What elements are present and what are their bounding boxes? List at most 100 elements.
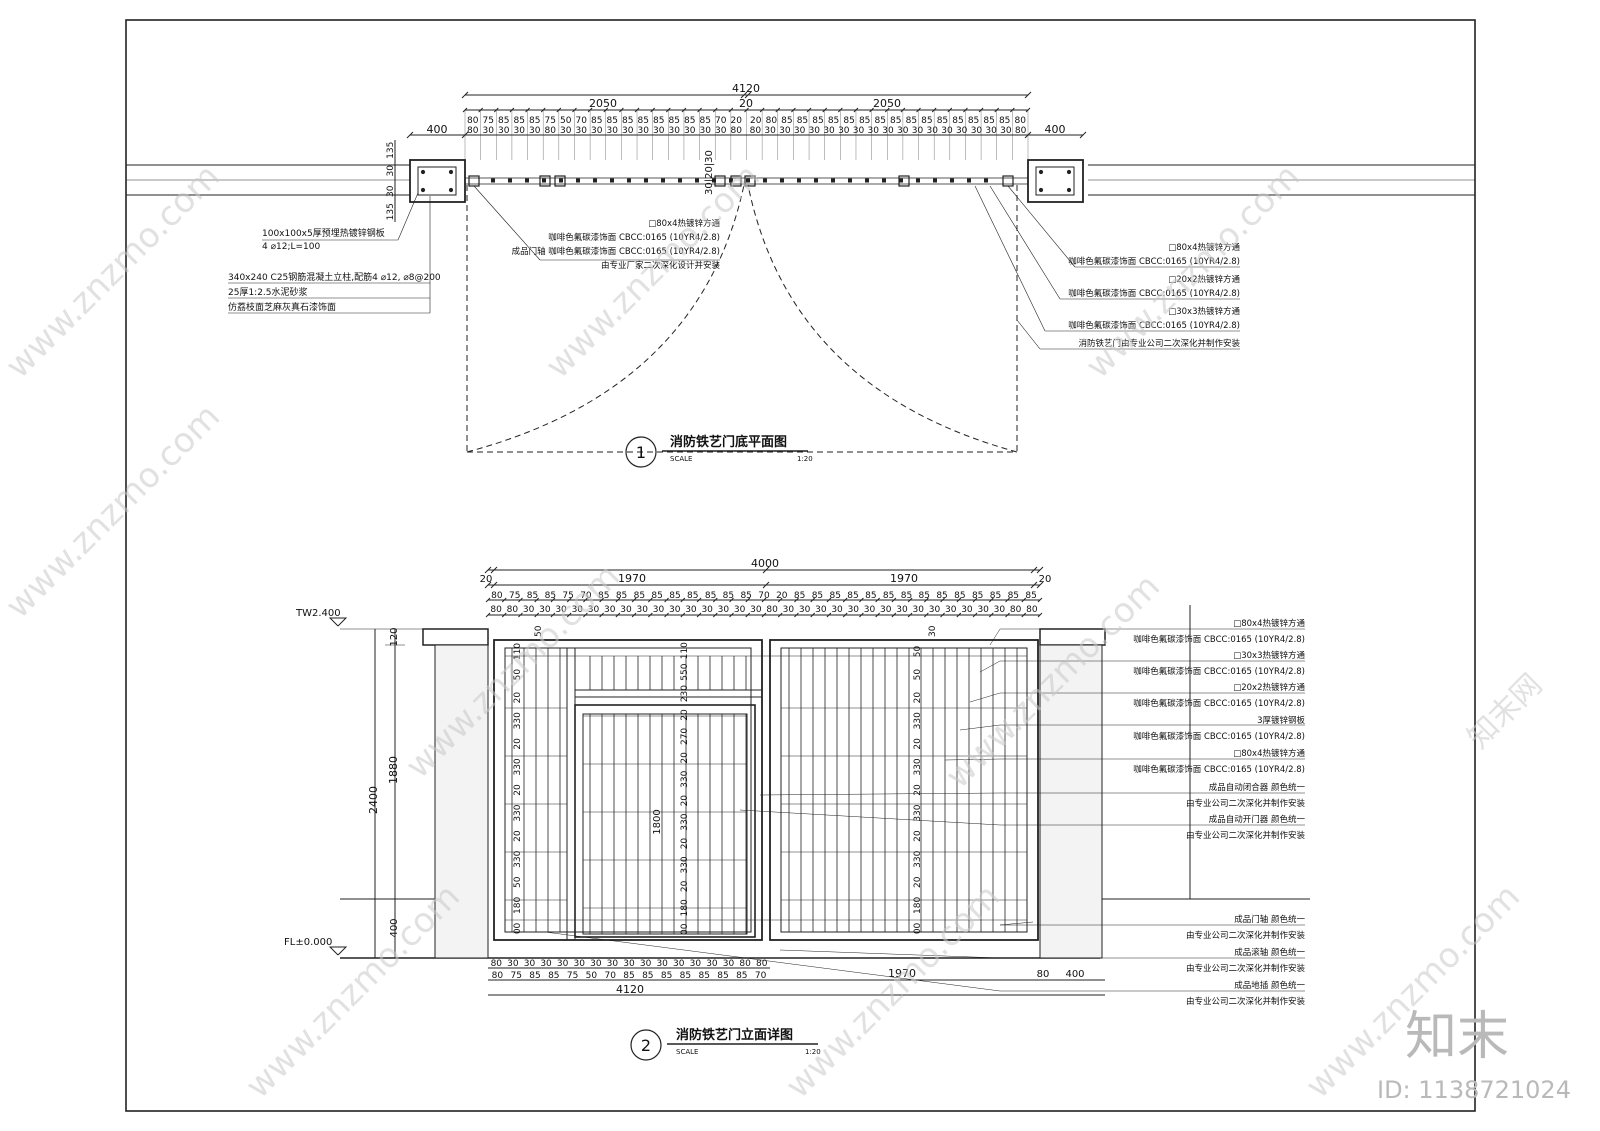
plan-dim-row-right-bottom: 30 <box>764 126 776 136</box>
plan-dim-total: 4120 <box>732 82 760 95</box>
elev-tick <box>550 597 556 603</box>
elev-right-note: 由专业公司二次深化并制作安装 <box>1186 830 1306 841</box>
plan-post <box>744 175 756 187</box>
elev-dim-top-row2: 30 <box>929 605 941 615</box>
elev-dim-top-row: 85 <box>812 591 823 601</box>
elev-dim-top-row2: 30 <box>799 605 811 615</box>
elev-tick <box>490 581 498 589</box>
elev-dim-top-row2: 30 <box>994 605 1006 615</box>
elev-dim-vertical-right: 20 <box>913 692 923 704</box>
elev-dim-top-row: 20 <box>776 591 788 601</box>
plan-left-note: 仿荔枝面芝麻灰真石漆饰面 <box>228 301 336 313</box>
plan-bar <box>525 178 529 183</box>
elev-dim-vertical-mid: 330 <box>680 770 690 787</box>
elev-dim-top-row: 85 <box>1008 591 1019 601</box>
plan-dim-row-left-bottom: 30 <box>607 126 619 136</box>
plan-bar <box>831 178 835 183</box>
elev-dim-vertical-left: 330 <box>513 850 523 867</box>
plan-dim-row-right: 85 <box>828 116 839 126</box>
plan-dim-gap: 20 <box>739 97 753 110</box>
elev-dim-vertical-mid: 20 <box>680 795 690 807</box>
elev-leader <box>999 921 1034 926</box>
elev-dim-top-row2: 80 <box>490 605 502 615</box>
elev-dim-top-row: 85 <box>616 591 627 601</box>
elev-tick <box>615 612 621 618</box>
elev-dim-top-row: 85 <box>634 591 645 601</box>
elev-tick <box>696 597 702 603</box>
elev-dim-vertical-left: 110 <box>513 643 523 660</box>
elev-dim-top-row: 85 <box>1025 591 1036 601</box>
elev-dim-edge-left: 20 <box>480 574 493 585</box>
plan-center-note: 由专业厂家二次深化设计并安装 <box>601 260 721 271</box>
plan-bar <box>882 178 886 183</box>
elev-height-base: 400 <box>389 918 400 937</box>
elev-dim-top-row: 85 <box>883 591 894 601</box>
elev-tick <box>1036 566 1044 574</box>
left-pier-plan <box>409 159 466 203</box>
elev-dim-bottom-row2: 85 <box>642 971 653 981</box>
elev-right-note: 成品自动闭合器 颜色统一 <box>1209 782 1306 793</box>
plan-dim-row-left-bottom: 30 <box>669 126 681 136</box>
elev-dim-vertical-left: 50 <box>513 876 523 888</box>
elev-right-note: 由专业公司二次深化并制作安装 <box>1186 930 1306 941</box>
plan-dim-row-left-bottom: 30 <box>483 126 495 136</box>
plan-dim-row-left: 70 <box>576 116 588 126</box>
watermark-logo: 知末 <box>1405 1007 1509 1067</box>
elev-dim-top-row: 85 <box>794 591 805 601</box>
plan-tick <box>1079 131 1087 139</box>
elev-dim-top-row: 70 <box>758 591 770 601</box>
elev-dim-top-row2: 30 <box>701 605 713 615</box>
elev-tick <box>566 612 572 618</box>
elev-leader <box>739 809 1001 826</box>
plan-tick <box>744 91 752 99</box>
elev-right-note: □80x4热镀锌方通 <box>1233 618 1305 629</box>
plan-dim-row-left-bottom: 30 <box>529 126 541 136</box>
elev-leader <box>544 931 1001 992</box>
plan-dim-row-right: 85 <box>999 116 1010 126</box>
elev-dim-vertical-right: 50 <box>913 669 923 681</box>
elev-leader <box>979 660 1001 673</box>
right-pier-plan <box>1027 159 1084 203</box>
plan-dim-row-left-bottom: 30 <box>560 126 572 136</box>
plan-left-note: 25厚1:2.5水泥砂浆 <box>228 286 308 298</box>
elev-tick <box>859 597 864 603</box>
elev-tick <box>940 612 945 618</box>
plan-bar <box>542 178 546 183</box>
elev-tick <box>745 612 751 618</box>
elev-dim-top-row: 85 <box>723 591 734 601</box>
elev-tick <box>647 597 653 603</box>
elev-dim-top-row2: 30 <box>945 605 957 615</box>
elev-tick <box>956 612 962 618</box>
elev-dim-top-row2: 80 <box>507 605 519 615</box>
elev-tick <box>1021 597 1027 603</box>
elev-right-note: 成品滚轴 颜色统一 <box>1234 947 1305 958</box>
watermark-site-4: www.znzmo.com <box>0 396 228 626</box>
elev-dim-vertical-left: 20 <box>513 692 523 704</box>
elev-dim-top-row: 85 <box>669 591 680 601</box>
plan-dim-row-right: 85 <box>983 116 994 126</box>
elev-dim-vertical-right: 00 <box>913 922 923 934</box>
elev-dim-bottom-row: 30 <box>607 959 619 969</box>
plan-dim-row-right: 85 <box>812 116 823 126</box>
elev-scale-label: SCALE <box>676 1048 698 1056</box>
plan-title-number: 1 <box>636 443 646 462</box>
elev-right-note: 成品门轴 颜色统一 <box>1234 914 1305 925</box>
elev-tick <box>923 612 929 618</box>
elev-right-note: □20x2热镀锌方通 <box>1233 682 1305 693</box>
elev-dim-top-row2: 30 <box>539 605 551 615</box>
plan-dim-right-pier: 400 <box>1045 123 1066 136</box>
elev-tick <box>794 597 799 603</box>
plan-dim-row-right: 85 <box>874 116 885 126</box>
elev-dim-bottom-row2: 75 <box>510 971 521 981</box>
elev-tick <box>680 612 686 618</box>
elev-tick <box>988 597 994 603</box>
plan-dim-pier-vertical: 135 <box>386 142 396 159</box>
watermarks: www.znzmo.com www.znzmo.com www.znzmo.co… <box>0 156 1571 1106</box>
watermark-site-3: www.znzmo.com <box>1078 156 1308 386</box>
plan-dim-row-right-bottom: 30 <box>882 126 894 136</box>
plan-bar <box>933 178 937 183</box>
plan-bar <box>661 178 665 183</box>
elev-right-note: 咖啡色氟碳漆饰面 CBCC:0165 (10YR4/2.8) <box>1133 666 1305 677</box>
elev-dim-top-row2: 30 <box>523 605 535 615</box>
elev-dim-top-row: 85 <box>847 591 858 601</box>
